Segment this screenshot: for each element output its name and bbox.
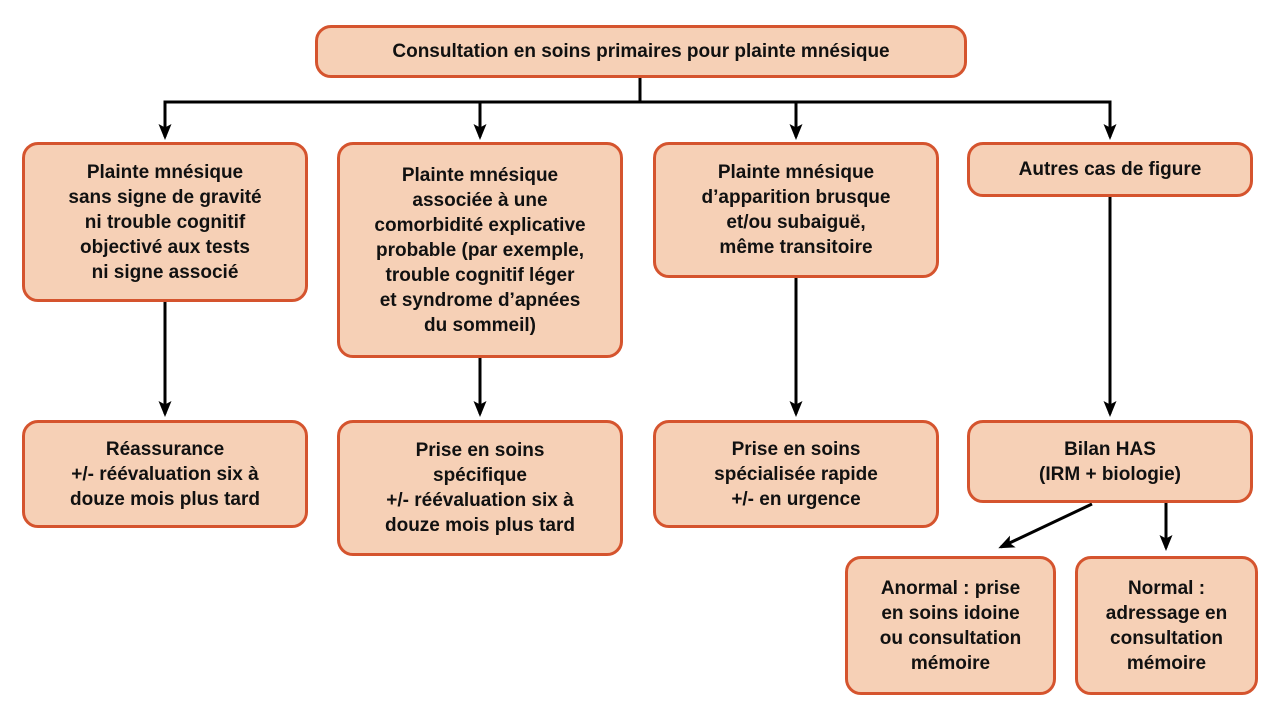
node-normal-adressage: Normal : adressage en consultation mémoi… xyxy=(1075,556,1258,695)
node-bilan-has: Bilan HAS (IRM + biologie) xyxy=(967,420,1253,503)
node-prise-en-soins-specifique: Prise en soins spécifique +/- réévaluati… xyxy=(337,420,623,556)
node-consultation-soins-primaires: Consultation en soins primaires pour pla… xyxy=(315,25,967,78)
node-reassurance: Réassurance +/- réévaluation six à douze… xyxy=(22,420,308,528)
node-prise-en-soins-specialisee-rapide: Prise en soins spécialisée rapide +/- en… xyxy=(653,420,939,528)
node-anormal-prise-en-soins: Anormal : prise en soins idoine ou consu… xyxy=(845,556,1056,695)
node-autres-cas-de-figure: Autres cas de figure xyxy=(967,142,1253,197)
node-plainte-sans-signe-gravite: Plainte mnésique sans signe de gravité n… xyxy=(22,142,308,302)
node-plainte-apparition-brusque: Plainte mnésique d’apparition brusque et… xyxy=(653,142,939,278)
node-plainte-comorbidite-explicative: Plainte mnésique associée à une comorbid… xyxy=(337,142,623,358)
edge-r2c4-to-anormal xyxy=(998,502,1093,549)
